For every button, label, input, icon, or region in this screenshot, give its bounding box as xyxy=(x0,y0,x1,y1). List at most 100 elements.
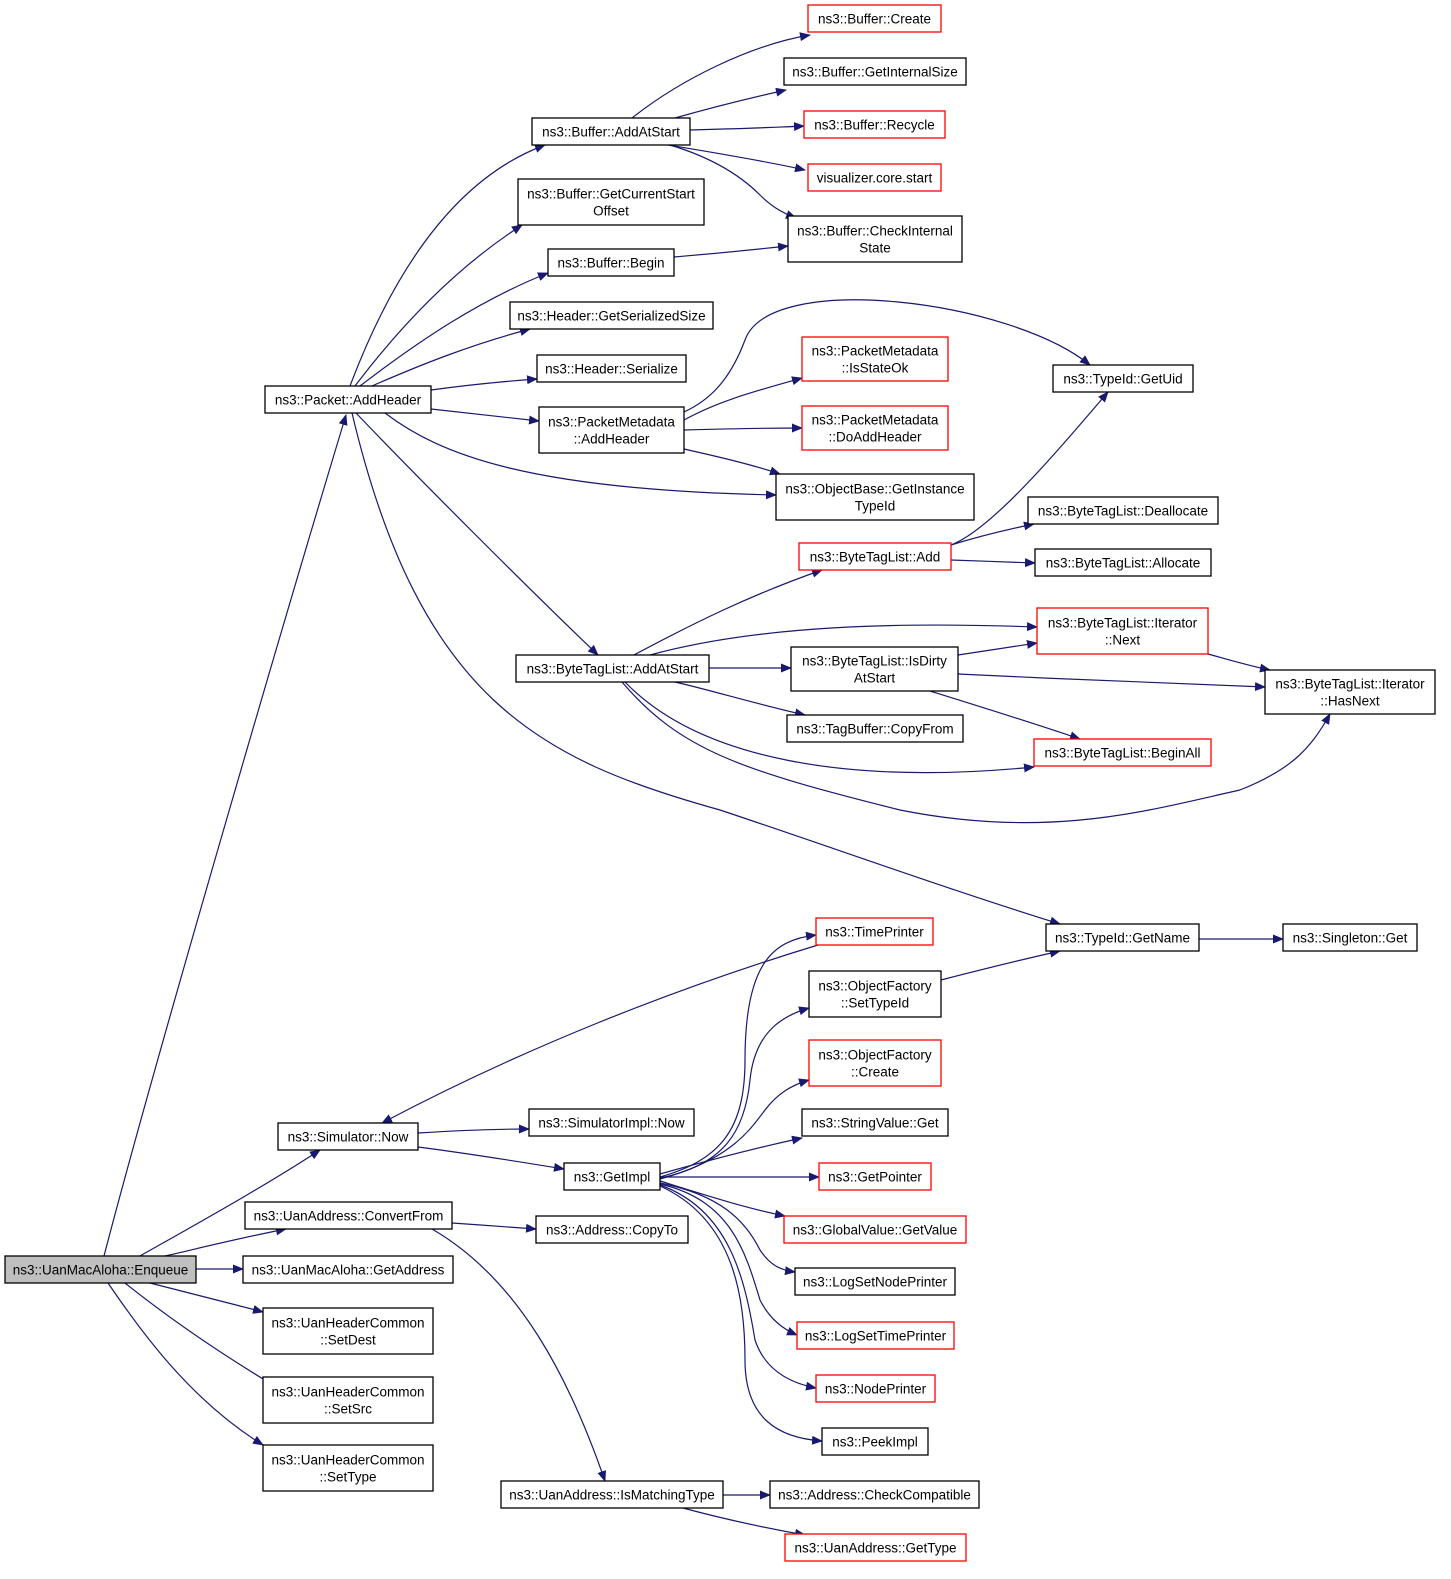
node-tbcopyfrom[interactable]: ns3::TagBuffer::CopyFrom xyxy=(786,714,964,743)
edge-addheader-to-bufbegin xyxy=(359,272,549,387)
node-label: ns3::Address::CopyTo xyxy=(546,1223,678,1238)
node-box xyxy=(801,336,949,382)
node-getinternalsize[interactable]: ns3::Buffer::GetInternalSize xyxy=(783,57,967,86)
node-box xyxy=(815,1374,936,1403)
node-label: visualizer.core.start xyxy=(817,171,933,186)
edge-line xyxy=(957,673,1266,692)
node-label: ns3::ObjectBase::GetInstance xyxy=(785,482,964,497)
node-bufcreate[interactable]: ns3::Buffer::Create xyxy=(807,4,942,33)
node-box xyxy=(818,1162,932,1191)
node-typeidgetname[interactable]: ns3::TypeId::GetName xyxy=(1045,923,1200,952)
edge-btlisdirty-to-btlitnext xyxy=(957,640,1038,656)
node-serialize[interactable]: ns3::Header::Serialize xyxy=(536,354,687,383)
node-settype[interactable]: ns3::UanHeaderCommon::SetType xyxy=(262,1444,434,1492)
node-setsrc[interactable]: ns3::UanHeaderCommon::SetSrc xyxy=(262,1376,434,1424)
node-simnow[interactable]: ns3::Simulator::Now xyxy=(277,1122,419,1151)
edge-pmaddheader-to-getuid xyxy=(683,299,1091,413)
edge-convertfrom-to-copyto xyxy=(451,1222,537,1233)
node-ofcreate[interactable]: ns3::ObjectFactory::Create xyxy=(808,1039,942,1087)
node-logsetnodeprinter[interactable]: ns3::LogSetNodePrinter xyxy=(794,1267,956,1296)
edge-simnow-to-getimpl xyxy=(417,1146,565,1172)
node-vizstart[interactable]: visualizer.core.start xyxy=(807,163,942,192)
edge-getimpl-to-ofcreate xyxy=(659,1078,810,1180)
edge-addatstart-to-checkinternal xyxy=(669,144,797,219)
node-simimplnow[interactable]: ns3::SimulatorImpl::Now xyxy=(528,1108,695,1137)
node-label: ns3::UanHeaderCommon xyxy=(271,1316,424,1331)
node-nodeprinter[interactable]: ns3::NodePrinter xyxy=(815,1374,936,1403)
node-box xyxy=(769,1480,980,1509)
node-label: ::IsStateOk xyxy=(842,361,909,376)
node-stringvalueget[interactable]: ns3::StringValue::Get xyxy=(801,1108,949,1137)
node-peekimpl[interactable]: ns3::PeekImpl xyxy=(821,1427,929,1456)
edge-btladdatstart-to-btladd xyxy=(633,569,823,656)
node-addheader[interactable]: ns3::Packet::AddHeader xyxy=(264,385,432,414)
node-box xyxy=(1033,738,1212,767)
edge-line xyxy=(659,1184,817,1391)
edge-addheader-to-getinstancetypeid xyxy=(384,412,777,500)
node-isstateok[interactable]: ns3::PacketMetadata::IsStateOk xyxy=(801,336,949,382)
node-doaddheader[interactable]: ns3::PacketMetadata::DoAddHeader xyxy=(801,405,949,451)
node-getuid[interactable]: ns3::TypeId::GetUid xyxy=(1052,364,1194,393)
node-box xyxy=(1045,923,1200,952)
node-box xyxy=(798,542,952,571)
edge-getimpl-to-logsetnodeprinter xyxy=(659,1182,796,1276)
edge-line xyxy=(354,224,523,387)
node-timeprinter[interactable]: ns3::TimePrinter xyxy=(815,917,934,946)
edge-line xyxy=(107,1282,264,1446)
node-uangettype[interactable]: ns3::UanAddress::GetType xyxy=(784,1533,967,1562)
edge-btladdatstart-to-tbcopyfrom xyxy=(674,681,806,718)
node-getpointer[interactable]: ns3::GetPointer xyxy=(818,1162,932,1191)
node-btldealloc[interactable]: ns3::ByteTagList::Deallocate xyxy=(1027,496,1219,525)
edge-line xyxy=(164,1226,287,1257)
node-box xyxy=(1282,923,1418,952)
edge-simnow-to-simimplnow xyxy=(417,1124,530,1134)
node-btlalloc[interactable]: ns3::ByteTagList::Allocate xyxy=(1034,548,1212,577)
node-label: ::Create xyxy=(851,1065,899,1080)
node-recycle[interactable]: ns3::Buffer::Recycle xyxy=(803,110,946,139)
node-box xyxy=(244,1201,453,1230)
node-box xyxy=(794,1267,956,1296)
node-convertfrom[interactable]: ns3::UanAddress::ConvertFrom xyxy=(244,1201,453,1230)
edge-line xyxy=(659,1180,786,1219)
edge-getimpl-to-gvgetvalue xyxy=(659,1180,786,1219)
node-getaddress[interactable]: ns3::UanMacAloha::GetAddress xyxy=(242,1255,454,1284)
edge-line xyxy=(430,408,540,425)
node-checkcompatible[interactable]: ns3::Address::CheckCompatible xyxy=(769,1480,980,1509)
node-label: ns3::PacketMetadata xyxy=(812,413,939,428)
edge-getimpl-to-logsettimeprinter xyxy=(659,1183,798,1336)
node-box xyxy=(1052,364,1194,393)
node-getimpl[interactable]: ns3::GetImpl xyxy=(563,1162,661,1191)
node-btlbeginall[interactable]: ns3::ByteTagList::BeginAll xyxy=(1033,738,1212,767)
node-pmaddheader[interactable]: ns3::PacketMetadata::AddHeader xyxy=(538,406,685,454)
node-getserializedsize[interactable]: ns3::Header::GetSerializedSize xyxy=(509,301,714,330)
node-singletonget[interactable]: ns3::Singleton::Get xyxy=(1282,923,1418,952)
node-copyto[interactable]: ns3::Address::CopyTo xyxy=(535,1215,689,1244)
edge-enqueue-to-addheader xyxy=(103,414,348,1257)
node-gvgetvalue[interactable]: ns3::GlobalValue::GetValue xyxy=(783,1215,967,1244)
edge-line xyxy=(384,412,777,500)
node-btlitnext[interactable]: ns3::ByteTagList::Iterator::Next xyxy=(1036,607,1209,655)
edge-line xyxy=(371,327,531,387)
node-enqueue[interactable]: ns3::UanMacAloha::Enqueue xyxy=(4,1255,197,1284)
node-label: ns3::ByteTagList::Iterator xyxy=(1048,616,1198,631)
edge-line xyxy=(950,391,1109,546)
node-ismatchingtype[interactable]: ns3::UanAddress::IsMatchingType xyxy=(500,1480,724,1509)
node-setdest[interactable]: ns3::UanHeaderCommon::SetDest xyxy=(262,1307,434,1355)
node-logsettimeprinter[interactable]: ns3::LogSetTimePrinter xyxy=(796,1321,955,1350)
node-btlhasnext[interactable]: ns3::ByteTagList::Iterator::HasNext xyxy=(1264,669,1436,715)
edge-btladdatstart-to-btlhasnext xyxy=(621,681,1331,824)
edge-line xyxy=(430,375,538,391)
edge-line xyxy=(349,144,546,387)
edge-enqueue-to-settype xyxy=(107,1282,264,1446)
node-bufbegin[interactable]: ns3::Buffer::Begin xyxy=(547,248,675,277)
edge-line xyxy=(659,1078,810,1180)
node-ofsettypeid[interactable]: ns3::ObjectFactory::SetTypeId xyxy=(808,970,942,1018)
node-btladdatstart[interactable]: ns3::ByteTagList::AddAtStart xyxy=(515,654,710,683)
node-btladd[interactable]: ns3::ByteTagList::Add xyxy=(798,542,952,571)
edge-getimpl-to-peekimpl xyxy=(659,1185,823,1445)
node-addatstart[interactable]: ns3::Buffer::AddAtStart xyxy=(531,117,691,146)
